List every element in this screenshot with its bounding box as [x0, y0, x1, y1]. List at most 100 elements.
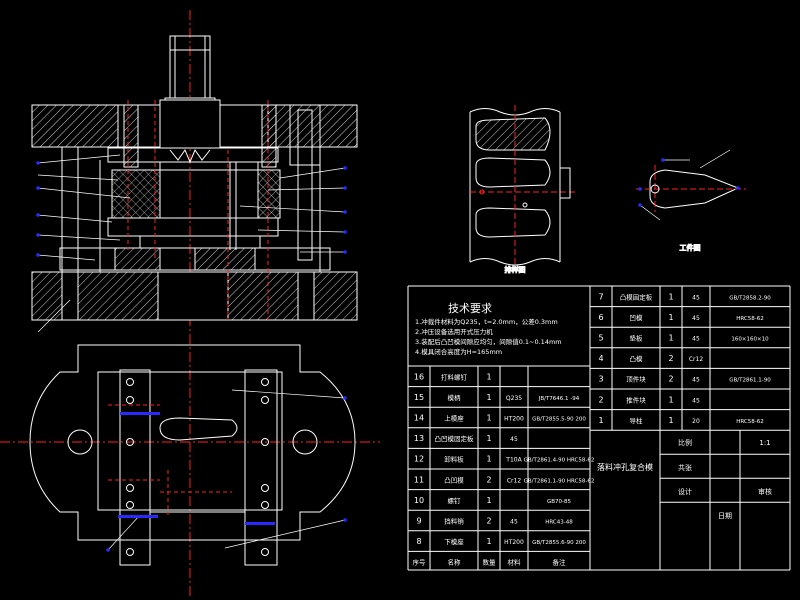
bom-left-mat: T10A	[505, 457, 522, 464]
bom-left-header-name: 名称	[448, 558, 462, 567]
plan-holes	[126, 378, 269, 556]
bom-left-no: 12	[414, 455, 424, 464]
drawing-name: 落料冲孔复合模	[597, 462, 653, 472]
bom-right-mat: 45	[692, 336, 700, 343]
front-section-view	[31, 10, 358, 598]
bom-left-spec: JB/T7646.1 -94	[538, 396, 580, 402]
bom-right-mat: 20	[692, 418, 700, 425]
bom-right-qty: 2	[668, 375, 673, 384]
part-outline	[649, 169, 740, 209]
stripper-rubber-right	[257, 169, 281, 219]
bom-right-spec: GB/T2861.1-90	[729, 378, 771, 384]
bom-left-spec: GB/T2855.6-90 200	[532, 540, 586, 546]
leader-markers	[36, 161, 347, 257]
bom-left-spec: GB/T2855.5-90 200	[532, 417, 586, 423]
bom-right-name: 推件块	[626, 395, 646, 404]
plan-outline	[29, 344, 356, 541]
bom-right-qty: 1	[668, 334, 673, 343]
bom-left-name: 凸凹模	[444, 475, 464, 484]
bom-right-no: 1	[598, 416, 603, 425]
bom-left-name: 打料螺钉	[441, 372, 468, 381]
tech-requirements: 技术要求 1.冲裁件材料为Q235，t=2.0mm，公差0.3mm 2.冲压设备…	[415, 302, 562, 356]
guide-hole-right	[292, 429, 318, 455]
leaders-left	[37, 154, 131, 333]
stripper-rubber-left	[111, 169, 161, 219]
strip-layout-caption: 排样图	[505, 265, 526, 274]
bom-right-mat: 45	[692, 294, 700, 301]
bom-left-no: 10	[414, 496, 424, 505]
bom-left-spec: HRC43-48	[545, 520, 573, 526]
bom-left-qty: 1	[486, 393, 491, 402]
bom-right-qty: 1	[668, 292, 673, 301]
bom-right-name: 导柱	[630, 416, 644, 425]
bom-left-no: 14	[414, 414, 424, 423]
bom-left-header-qty: 数量	[483, 558, 497, 567]
bom-left-name: 螺钉	[448, 496, 462, 505]
bom-left-header-no: 序号	[413, 558, 427, 567]
bom-right-spec: HRC58-62	[736, 316, 764, 322]
tech-title: 技术要求	[448, 302, 492, 315]
bom-left-name: 卸料板	[444, 455, 464, 464]
bom-left-name: 凸凹模固定板	[435, 434, 475, 443]
bom-right-mat: 45	[692, 315, 700, 322]
bom-left-qty: 1	[486, 434, 491, 443]
part-drawing-view: 工件图	[636, 149, 746, 253]
bom-left-qty: 2	[486, 475, 491, 484]
tech-line-2: 2.冲压设备选用开式压力机	[415, 327, 493, 336]
bom-right-qty: 1	[668, 395, 673, 404]
bom-left-qty: 2	[486, 517, 491, 526]
bom-right-no: 4	[598, 354, 603, 363]
sheet-label: 共张	[678, 463, 692, 472]
date-label: 日期	[718, 512, 732, 520]
bom-right-name: 凸模固定板	[620, 292, 653, 301]
bom-right-name: 顶件块	[626, 375, 646, 384]
bom-right-no: 6	[598, 313, 603, 322]
bom-left-mat: 45	[510, 436, 518, 443]
bom-left-qty: 1	[486, 414, 491, 423]
bom-left-no: 11	[414, 475, 424, 484]
bom-left-header-mat: 材料	[508, 558, 522, 567]
bom-right-mat: Cr12	[689, 356, 703, 363]
bom-right-spec: HRC58-62	[736, 419, 764, 425]
strip-layout-view: 排样图	[469, 105, 575, 275]
bom-left-name: 模柄	[448, 393, 462, 402]
bom-left-header-spec: 备注	[553, 558, 567, 567]
bom-right-mat: 45	[692, 377, 700, 384]
checker-label: 审核	[758, 487, 772, 496]
bom-left-name: 挡料销	[444, 517, 464, 526]
bom-left-mat: 45	[510, 519, 518, 526]
tech-line-3: 3.装配后凸凹模间隙应均匀，间隙值0.1~0.14mm	[415, 337, 562, 346]
bom-left-no: 13	[414, 434, 424, 443]
bom-left-mat: Q235	[506, 395, 522, 402]
bom-left-no: 8	[416, 537, 421, 546]
strip-blank-2	[475, 157, 551, 188]
bom-right-no: 5	[598, 334, 603, 343]
bom-right-no: 2	[598, 395, 603, 404]
strip-blank-1	[475, 117, 551, 151]
bom-right-name: 凸模	[630, 354, 644, 363]
bom-right-name: 凹模	[630, 313, 644, 322]
bom-left-mat: HT200	[504, 539, 524, 546]
bom-left-qty: 1	[486, 537, 491, 546]
bom-left-mat: HT200	[504, 416, 524, 423]
part-caption: 工件图	[680, 243, 701, 252]
designer-label: 设计	[678, 487, 692, 496]
bom-right-qty: 2	[668, 354, 673, 363]
scale-label: 比例	[678, 438, 692, 447]
scale-value: 1:1	[759, 439, 770, 447]
tech-line-1: 1.冲裁件材料为Q235，t=2.0mm，公差0.3mm	[415, 317, 558, 326]
bom-right-name: 垫板	[630, 334, 644, 343]
bom-right-qty: 1	[668, 313, 673, 322]
plan-punch-outline	[159, 417, 238, 441]
bom-left-qty: 1	[486, 372, 491, 381]
bom-right-qty: 1	[668, 416, 673, 425]
bom-left-mat: Cr12	[507, 477, 521, 484]
bom-right-no: 7	[598, 292, 603, 301]
leaders-right	[239, 167, 346, 253]
plan-markers	[106, 396, 347, 552]
bom-right-spec: GB/T2858.2-90	[729, 295, 771, 301]
bom-left-no: 16	[414, 372, 424, 381]
bom-right-spec: 160×160×10	[731, 337, 769, 343]
